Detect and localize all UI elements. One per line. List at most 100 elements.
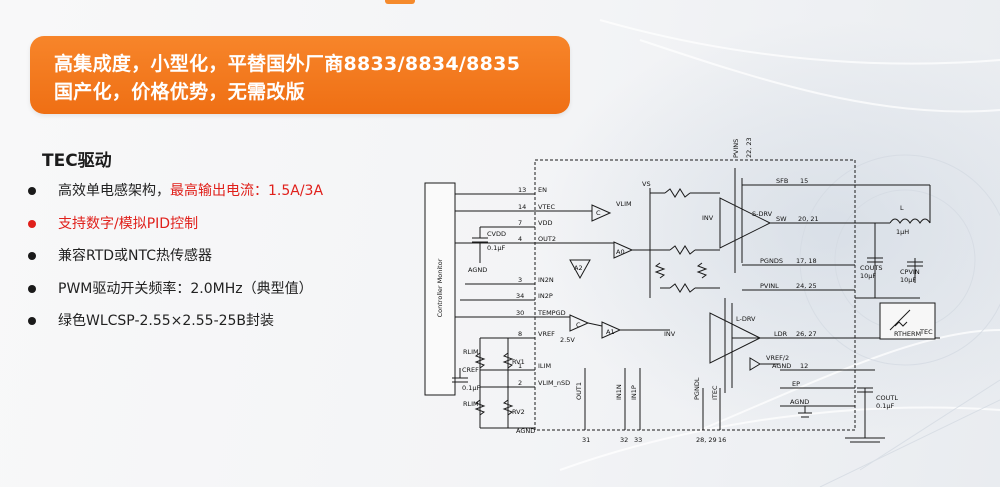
feature-item: 绿色WLCSP-2.55×2.55-25B封装 [28, 308, 323, 341]
feature-text: 支持数字/模拟PID控制 [58, 215, 199, 232]
pin-num: 20, 21 [798, 215, 819, 223]
pin-num: 2 [518, 379, 522, 387]
l-drv-label: L-DRV [736, 315, 756, 323]
pin-num: 13 [518, 186, 526, 194]
pin-name: VREF [538, 330, 555, 338]
couts-label: COUTS [860, 264, 883, 272]
amp-a2 [569, 259, 591, 280]
amp-label: A0 [616, 248, 625, 256]
pin-name: VDD [538, 219, 552, 227]
pin-num: 30 [516, 309, 524, 317]
pin-num: 33 [634, 436, 642, 444]
feature-item: 兼容RTD或NTC热传感器 [28, 243, 323, 276]
amp-c2 [569, 314, 590, 332]
bullet-dot-icon [28, 219, 36, 228]
pin-num: 7 [518, 219, 522, 227]
feature-list: 高效单电感架构，最高输出电流：1.5A/3A 支持数字/模拟PID控制 兼容RT… [28, 178, 323, 341]
agnd-label: AGND [516, 427, 535, 435]
rtherm-label: RTHERM [894, 330, 921, 338]
pin-name: VLIM_nSD [538, 379, 570, 387]
pin-name: VTEC [538, 203, 556, 211]
feature-text: PWM驱动开关频率：2.0MHz（典型值） [58, 280, 313, 297]
bullet-dot-icon [28, 317, 36, 325]
resistor-label: RLIM [463, 348, 479, 356]
inductor-value: 1µH [896, 228, 909, 236]
cref-value: 0.1µF [462, 384, 480, 392]
feature-item: 高效单电感架构，最高输出电流：1.5A/3A [28, 178, 323, 211]
pin-name: ILIM [538, 362, 551, 370]
inv-label: INV [702, 214, 714, 222]
pin-name: AGND [772, 362, 791, 370]
pin-name: PVINS [732, 139, 740, 158]
pin-name: SW [776, 215, 787, 223]
pin-name: OUT2 [538, 235, 556, 243]
pin-name: IN1N [615, 384, 623, 400]
cpvin-value: 10µF [900, 276, 916, 284]
couts-value: 10µF [860, 272, 876, 280]
pin-name: PGNDL [693, 377, 701, 400]
controller-label: Controller Monitor [436, 258, 444, 317]
vlim-label: VLIM [616, 200, 632, 208]
resistor-label: RV2 [512, 408, 525, 416]
pin-num: 28, 29 [696, 436, 717, 444]
cref-label: CREF [462, 366, 479, 374]
pin-num: 31 [582, 436, 590, 444]
amp-label: A1 [606, 328, 615, 336]
inductor [889, 218, 931, 224]
agnd-label: AGND [468, 266, 487, 274]
pin-name: SFB [776, 177, 788, 185]
pin-num: 15 [800, 177, 808, 185]
pin-num: 32 [620, 436, 628, 444]
amp-label: C [596, 209, 601, 217]
pin-num: 24, 25 [796, 282, 817, 290]
pin-name: EN [538, 186, 547, 194]
bullet-dot-icon [28, 187, 36, 195]
feature-item: PWM驱动开关频率：2.0MHz（典型值） [28, 276, 323, 309]
tec-driver-schematic: Controller Monitor 13 EN 14 VTEC 7 VDD 4… [424, 138, 940, 444]
pin-num: 17, 18 [796, 257, 817, 265]
pin-name: IN2N [538, 276, 554, 284]
pin-num: 4 [518, 235, 522, 243]
controller-box [424, 182, 456, 396]
ic-outline [534, 159, 856, 431]
pin-num: 3 [518, 276, 522, 284]
bullet-dot-icon [28, 252, 36, 260]
tec-label: TEC [919, 328, 933, 336]
amp-a0 [613, 241, 634, 259]
bullet-dot-icon [28, 284, 36, 293]
pin-num: 16 [718, 436, 726, 444]
pin-name: EP [792, 380, 800, 388]
pin-num: 12 [800, 362, 808, 370]
vs-label: VS [642, 180, 651, 188]
feature-text: 高效单电感架构， [58, 183, 170, 199]
cvdd-label: CVDD [487, 230, 506, 238]
s-drv-label: S-DRV [752, 210, 773, 218]
amp-c1 [591, 204, 612, 222]
banner-line-2: 国产化，价格优势，无需改版 [54, 81, 305, 103]
amp-label: C [576, 321, 581, 329]
vref-value: 2.5V [560, 336, 575, 344]
pin-name: PVINL [760, 282, 779, 290]
pin-name: LDR [774, 330, 788, 338]
pin-name: AGND [790, 398, 809, 406]
pin-name: ITEC [711, 385, 719, 400]
vref-half: VREF/2 [766, 354, 789, 362]
pin-name: TEMPGD [537, 309, 566, 317]
resistor-label: RV1 [512, 358, 525, 366]
amp-label: A2 [574, 264, 583, 272]
top-accent [385, 0, 415, 4]
pin-num: 14 [518, 203, 526, 211]
section-title: TEC驱动 [42, 151, 112, 171]
resistor-label: RLIM [463, 400, 479, 408]
cvdd-value: 0.1µF [487, 244, 505, 252]
pin-name: PGNDS [760, 257, 783, 265]
pin-name: IN1P [630, 385, 638, 400]
headline-banner: 高集成度，小型化，平替国外厂商8833/8834/8835 国产化，价格优势，无… [30, 36, 570, 114]
banner-line-1: 高集成度，小型化，平替国外厂商8833/8834/8835 [54, 53, 521, 75]
pin-num: 26, 27 [796, 330, 817, 338]
tec-module [879, 302, 936, 340]
s-drv-triangle [719, 197, 772, 249]
feature-item: 支持数字/模拟PID控制 [28, 211, 323, 244]
feature-text: 兼容RTD或NTC热传感器 [58, 248, 213, 264]
